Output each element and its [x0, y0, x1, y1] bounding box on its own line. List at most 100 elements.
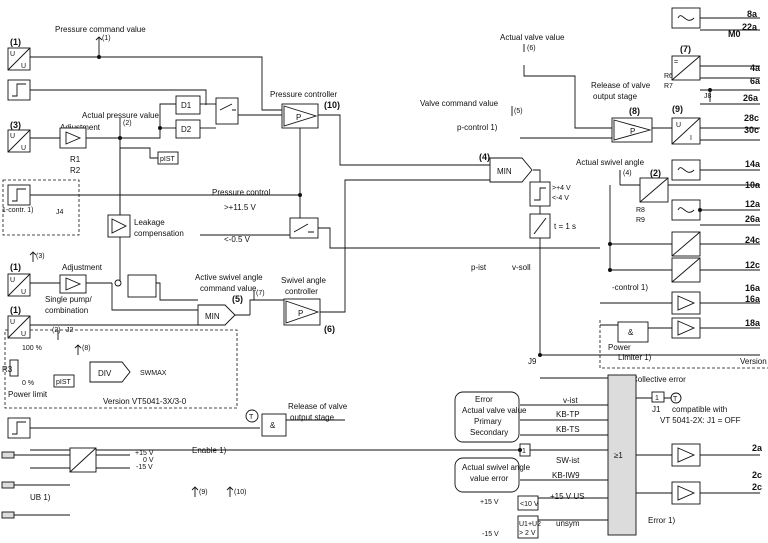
label-j1u2: U1+U2: [519, 521, 541, 528]
label-d1: D1: [181, 101, 192, 110]
label-power: Power: [608, 343, 631, 352]
label-pressure-command-value: Pressure command value: [55, 25, 146, 34]
swivel-error-box: [454, 457, 520, 493]
label-min: MIN: [497, 167, 512, 176]
label-n6: (6): [324, 324, 335, 334]
label-eq: =: [674, 59, 678, 66]
label-tau: T: [673, 396, 678, 403]
label-active-swivel: Active swivel angle: [195, 273, 263, 282]
label-release-valve: Release of valve: [288, 402, 348, 411]
label-version-vt: Version VT5041-3X/3-0: [103, 397, 187, 406]
label-output-stage: output stage: [593, 92, 638, 101]
label-power-limit: Power limit: [8, 390, 48, 399]
label-a6: 6a: [750, 76, 761, 86]
label-c2: 2c: [752, 470, 762, 480]
label-n10: (10): [324, 100, 340, 110]
label-unsym: unsym: [556, 519, 580, 528]
label-p: P: [298, 309, 303, 318]
d1-block: [175, 95, 201, 115]
label-a4: 4a: [750, 63, 761, 73]
label-j4: J4: [56, 209, 64, 216]
label-controller: controller: [285, 287, 318, 296]
pressure-control-switch: [289, 217, 319, 239]
label-sw-ist: SW-ist: [556, 456, 580, 465]
label-r3: R3: [2, 365, 13, 374]
label-r6: R6: [664, 73, 673, 80]
label-t1s: t = 1 s: [554, 222, 576, 231]
label-u: U: [21, 145, 26, 152]
label-ub: UB 1): [30, 493, 51, 502]
label-p: P: [296, 113, 301, 122]
label-adjustment: Adjustment: [62, 263, 103, 272]
leakage-amp: [107, 214, 131, 238]
label-a2: 2a: [752, 443, 763, 453]
label-p-ist: p-ist: [471, 263, 487, 272]
amp-out-16a: [671, 291, 701, 315]
label-v-minus: <-0.5 V: [224, 235, 251, 244]
label-secondary: Secondary: [470, 428, 508, 437]
label-actual-valve-value: Actual valve value: [500, 33, 565, 42]
label-a16b: 16a: [745, 294, 761, 304]
ramp-icon-3: [7, 417, 31, 439]
amp-out-18a: [671, 317, 701, 339]
label-a8: 8a: [747, 9, 758, 19]
label-command-value: command value: [200, 284, 257, 293]
label-v4m: <-4 V: [552, 195, 569, 202]
label-n5: (5): [514, 108, 523, 115]
label-m15v: -15 V: [136, 464, 153, 471]
label-n6: (6): [527, 45, 536, 52]
label-n7: (7): [256, 290, 265, 297]
label-n3: (3): [36, 253, 45, 260]
label-kb-iw9: KB-IW9: [552, 471, 580, 480]
error-section: Release of valve output stage T & Enable…: [1, 374, 741, 539]
label-1: (1): [10, 37, 21, 47]
and-block-2: [261, 413, 287, 437]
label-compatible: compatible with: [672, 405, 727, 414]
label-actual-pressure-value: Actual pressure value: [82, 111, 159, 120]
swivel-controller-p: [283, 298, 321, 326]
label-c12: 12c: [745, 260, 760, 270]
min-4-block: [489, 157, 533, 183]
adjustment-amp: [59, 127, 87, 149]
sine-out-2: [671, 159, 701, 181]
ramp-icon-1: [7, 79, 31, 101]
label-u: U: [21, 289, 26, 296]
label-amp: &: [628, 328, 634, 337]
label-p0: 0 %: [22, 380, 34, 387]
r3-resistor: [9, 359, 19, 377]
label-m0: M0: [728, 29, 741, 39]
label-n2: (2): [52, 327, 61, 334]
label-n1: (1): [102, 35, 111, 42]
label-error-title: Error: [475, 395, 493, 404]
label-u: U: [21, 63, 26, 70]
label-c24: 24c: [745, 235, 760, 245]
sine-out-1: [671, 7, 701, 29]
label-i: I: [690, 135, 692, 142]
label-u: U: [676, 122, 681, 129]
label-u: U: [10, 51, 15, 58]
label-v0: 0 V: [143, 457, 154, 464]
div-block: [89, 361, 131, 383]
label-j1: J1: [652, 405, 661, 414]
label-single-pump: Single pump/: [45, 295, 92, 304]
label-primary: Primary: [474, 417, 502, 426]
label-n4: (4): [623, 170, 632, 177]
label-a10: 10a: [745, 180, 761, 190]
ramp-icon-2: [7, 184, 31, 206]
label-actual-swivel-angle-short: Actual swivel angle: [462, 463, 531, 472]
label-n9: (9): [672, 104, 683, 114]
label-adjustment: Adjustment: [60, 123, 101, 132]
label-p100: 100 %: [22, 345, 42, 352]
junctions: [97, 55, 712, 452]
label-d2: D2: [181, 125, 192, 134]
label-actual-valve-value: Actual valve value: [462, 406, 527, 415]
label-r8: R8: [636, 207, 645, 214]
pist-badge: [157, 151, 179, 165]
pressure-controller-p: [281, 103, 319, 129]
label-kb-ts: KB-TS: [556, 425, 580, 434]
label-r9: R9: [636, 217, 645, 224]
label-pressure-control: Pressure control: [212, 188, 270, 197]
label-r7: R7: [664, 83, 673, 90]
valve-controller-p: [611, 117, 653, 143]
